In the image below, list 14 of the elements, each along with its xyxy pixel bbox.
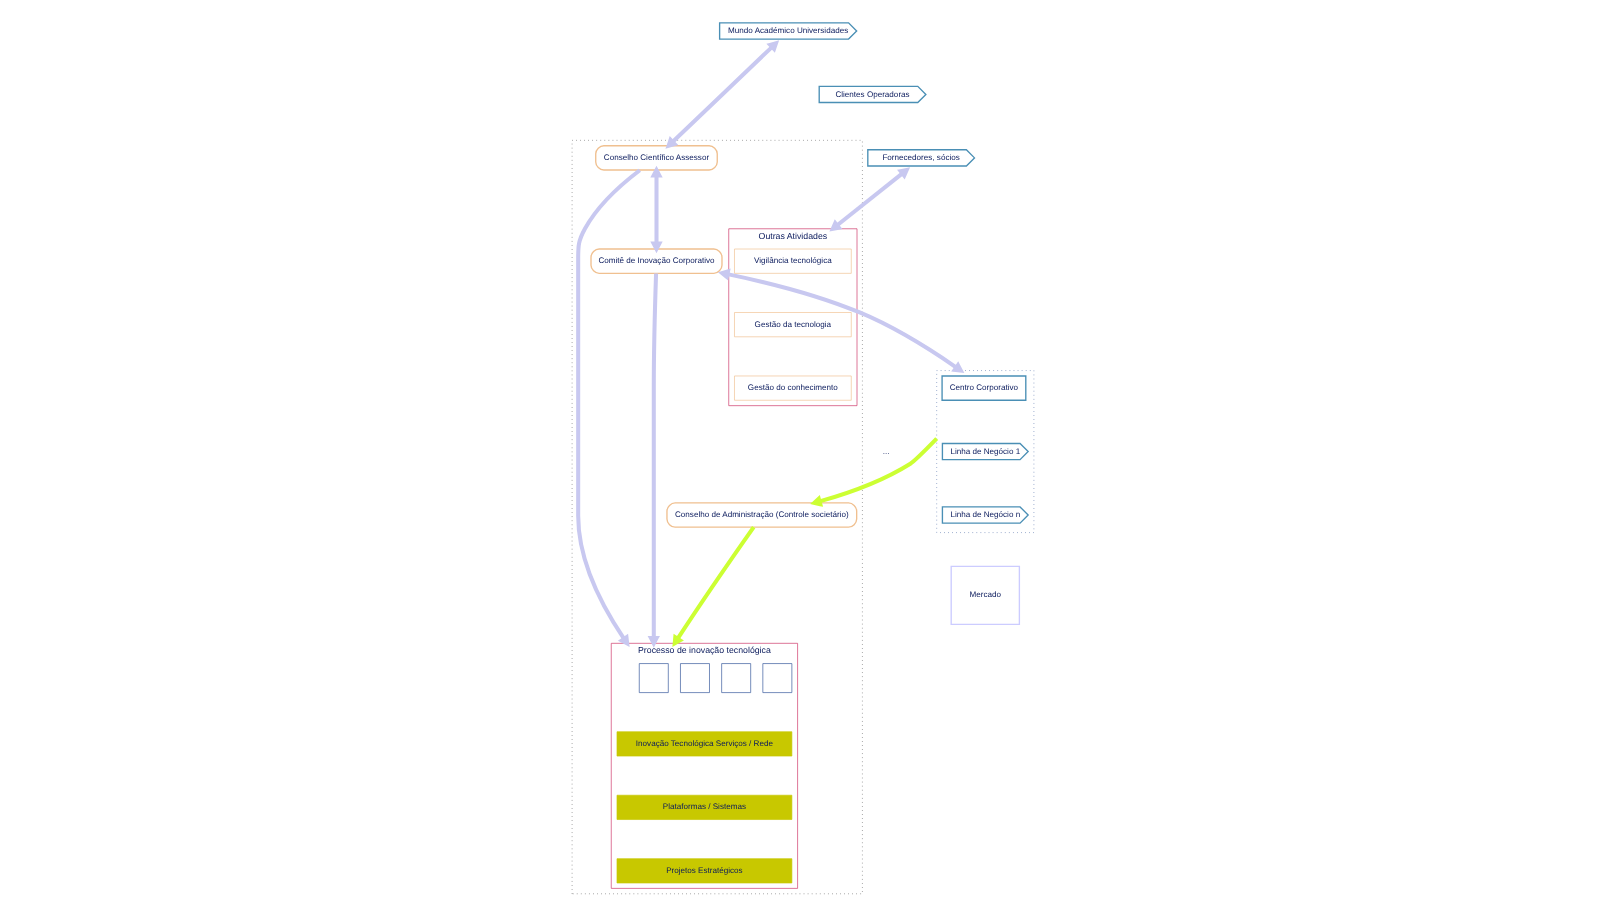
arrow — [647, 273, 660, 648]
cluster — [571, 140, 863, 895]
node-box — [721, 663, 751, 693]
cluster — [936, 370, 1035, 533]
arrow — [665, 40, 780, 149]
node-box — [638, 663, 669, 693]
arrow — [672, 526, 756, 647]
arrow — [810, 437, 939, 507]
arrow — [650, 165, 663, 254]
arrow — [576, 168, 642, 647]
node-box — [680, 663, 710, 693]
node-box — [762, 663, 793, 693]
arrow — [717, 268, 965, 374]
arrow — [829, 167, 911, 232]
